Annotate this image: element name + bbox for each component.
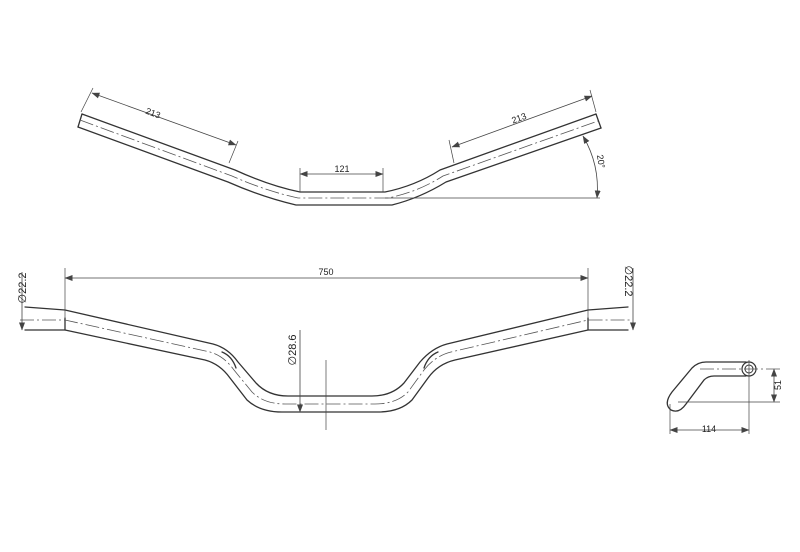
front-view-bar-lower-edge (24, 329, 629, 413)
side-view-pullback-label: 114 (702, 424, 716, 434)
top-view-left-end-cap (77, 113, 83, 128)
top-view: 213 213 121 20° (77, 87, 607, 206)
top-view-centerline (79, 119, 599, 199)
front-view: 750 ∅22.2 ∅22.2 ∅28.6 (17, 266, 636, 430)
side-view-bar-outline (666, 361, 747, 412)
top-view-left-ext-1 (80, 87, 94, 113)
top-view-angle-label: 20° (595, 154, 607, 170)
top-view-center-width-label: 121 (334, 164, 349, 174)
front-view-left-diameter-label: ∅22.2 (17, 273, 29, 304)
side-view: 51 114 (666, 360, 783, 434)
front-view-bar-upper-edge (24, 306, 629, 397)
front-view-center-diameter-label: ∅28.6 (287, 335, 299, 366)
top-view-right-end-cap (595, 113, 602, 129)
top-view-left-ext-2 (228, 140, 239, 164)
top-view-bar-upper-edge (81, 113, 597, 193)
top-view-left-length-label: 213 (144, 106, 162, 121)
top-view-right-ext-2 (448, 139, 455, 164)
front-view-right-bend-hint (423, 351, 439, 369)
top-view-angle-arc (582, 135, 601, 199)
top-view-right-ext-1 (589, 89, 597, 113)
front-view-right-diameter-label: ∅22.2 (622, 266, 634, 297)
top-view-right-dim-line (451, 95, 593, 148)
front-view-centerline (20, 319, 632, 405)
top-view-right-length-label: 213 (510, 111, 528, 126)
front-view-left-bend-hint (221, 351, 237, 369)
side-view-rise-label: 51 (773, 380, 783, 390)
top-view-left-dim-line (91, 92, 237, 146)
top-view-bar-lower-edge (77, 126, 602, 206)
front-view-overall-width-label: 750 (318, 267, 333, 277)
